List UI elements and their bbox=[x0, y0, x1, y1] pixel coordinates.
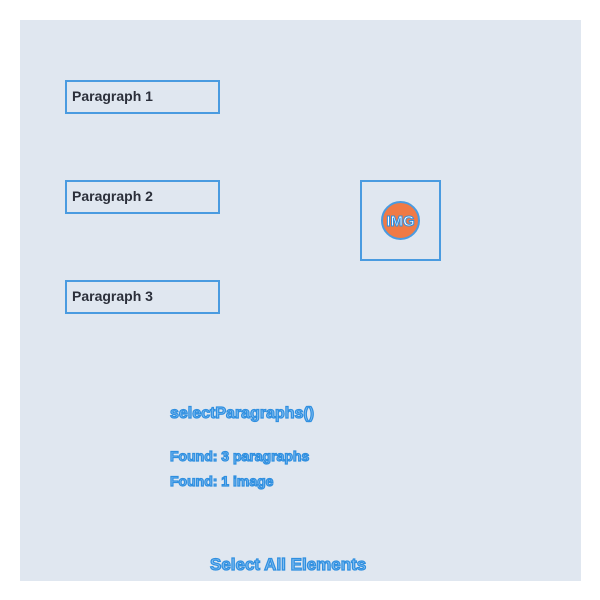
image-box[interactable]: IMG bbox=[360, 180, 441, 261]
diagram-canvas: Paragraph 1 Paragraph 2 Paragraph 3 IMG … bbox=[20, 20, 581, 581]
paragraph-label: Paragraph 3 bbox=[72, 288, 153, 304]
result-paragraphs: Found: 3 paragraphs bbox=[169, 447, 310, 464]
paragraph-box-3[interactable]: Paragraph 3 bbox=[65, 280, 220, 314]
select-all-button[interactable]: Select All Elements bbox=[209, 554, 367, 574]
paragraph-box-2[interactable]: Paragraph 2 bbox=[65, 180, 220, 214]
result-images: Found: 1 image bbox=[169, 472, 274, 489]
paragraph-box-1[interactable]: Paragraph 1 bbox=[65, 80, 220, 114]
image-icon bbox=[381, 201, 420, 240]
function-label: selectParagraphs() bbox=[169, 404, 315, 422]
paragraph-label: Paragraph 1 bbox=[72, 88, 153, 104]
paragraph-label: Paragraph 2 bbox=[72, 188, 153, 204]
image-label: IMG bbox=[386, 213, 415, 231]
